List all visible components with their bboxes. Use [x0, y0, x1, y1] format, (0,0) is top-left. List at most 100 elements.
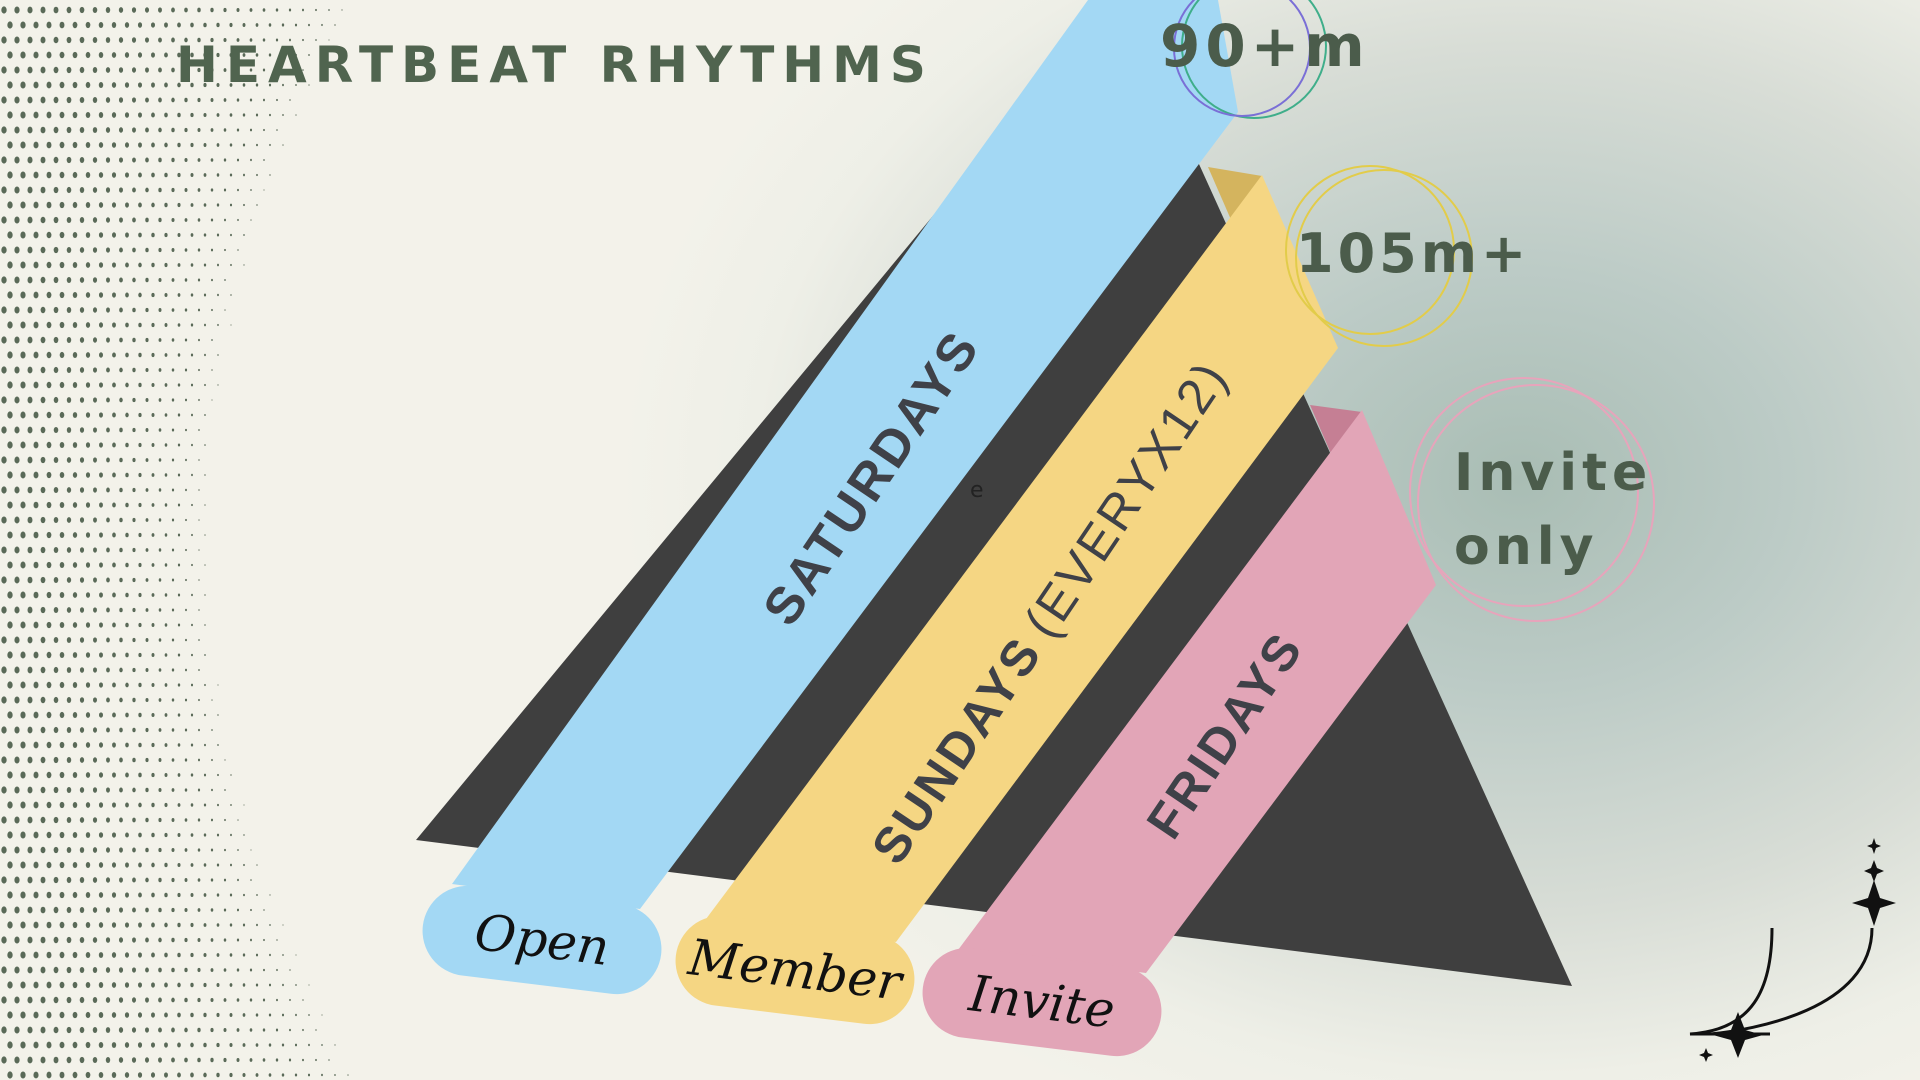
halftone-dot [151, 682, 155, 688]
duration-105m: 105m+ [1296, 222, 1531, 285]
halftone-dot [1, 516, 7, 524]
halftone-dot [177, 202, 181, 208]
halftone-dot [124, 1072, 130, 1078]
halftone-dot [177, 713, 181, 717]
halftone-dot [171, 127, 175, 133]
halftone-dot [145, 458, 149, 462]
halftone-dot [7, 261, 13, 269]
halftone-dot [224, 789, 226, 791]
halftone-dot [14, 276, 20, 284]
halftone-dot [27, 66, 33, 74]
halftone-dot [111, 952, 117, 958]
halftone-dot [190, 683, 194, 687]
halftone-dot [20, 261, 26, 269]
halftone-dot [229, 893, 233, 897]
halftone-dot [111, 172, 117, 178]
halftone-dot [236, 1058, 240, 1062]
halftone-dot [85, 202, 91, 208]
halftone-dot [301, 8, 305, 12]
halftone-dot [230, 263, 232, 267]
halftone-dot [7, 321, 13, 329]
halftone-dot [289, 68, 291, 72]
halftone-dot [27, 966, 33, 974]
halftone-dot [20, 501, 26, 509]
halftone-dot [138, 862, 142, 868]
halftone-dot [7, 591, 13, 599]
halftone-dot [92, 307, 98, 313]
halftone-dot [66, 276, 72, 284]
halftone-dot [33, 921, 39, 929]
halftone-dot [164, 353, 168, 357]
halftone-dot [184, 248, 188, 252]
halftone-dot [125, 652, 129, 658]
halftone-dot [177, 653, 181, 657]
halftone-dot [295, 984, 297, 986]
halftone-dot [185, 638, 187, 642]
halftone-dot [138, 652, 142, 658]
halftone-dot [203, 293, 207, 297]
halftone-dot [27, 876, 33, 884]
halftone-dot [93, 607, 97, 613]
halftone-dot [72, 772, 78, 778]
halftone-dot [217, 803, 219, 807]
halftone-dot [119, 217, 123, 223]
halftone-dot [66, 786, 72, 794]
halftone-dot [190, 1012, 194, 1018]
halftone-dot [132, 757, 136, 763]
halftone-dot [1, 6, 7, 14]
halftone-dot [197, 938, 201, 942]
halftone-dot [151, 982, 155, 988]
halftone-dot [171, 217, 175, 223]
halftone-dot [40, 66, 46, 74]
halftone-dot [59, 141, 65, 149]
halftone-dot [223, 158, 227, 162]
halftone-dot [93, 397, 97, 403]
halftone-dot [1, 36, 7, 44]
halftone-dot [177, 473, 181, 477]
halftone-dot [185, 518, 187, 522]
halftone-dot [315, 39, 317, 41]
halftone-dot [177, 773, 181, 777]
halftone-dot [111, 232, 117, 238]
halftone-dot [224, 759, 226, 761]
halftone-dot [33, 81, 39, 89]
halftone-dot [308, 53, 310, 57]
halftone-dot [79, 367, 85, 373]
halftone-dot [92, 247, 98, 253]
halftone-dot [151, 952, 155, 958]
halftone-dot [210, 818, 214, 822]
halftone-dot [118, 937, 124, 943]
halftone-dot [184, 967, 188, 973]
halftone-dot [33, 411, 39, 419]
halftone-dot [256, 204, 258, 206]
halftone-dot [20, 861, 26, 869]
halftone-dot [197, 1027, 201, 1033]
halftone-dot [92, 697, 98, 703]
halftone-dot [190, 383, 194, 387]
halftone-dot [99, 562, 103, 568]
halftone-dot [27, 816, 33, 824]
halftone-dot [66, 246, 72, 254]
halftone-dot [223, 938, 227, 942]
halftone-dot [40, 366, 46, 374]
halftone-dot [20, 921, 26, 929]
halftone-dot [79, 307, 85, 313]
halftone-dot [85, 712, 91, 718]
halftone-dot [118, 67, 124, 73]
duration-invite-only: Invite only [1454, 436, 1652, 584]
halftone-dot [263, 938, 265, 942]
halftone-dot [20, 831, 26, 839]
halftone-dot [111, 1072, 117, 1078]
halftone-dot [197, 188, 201, 192]
halftone-dot [106, 427, 110, 433]
halftone-dot [85, 51, 91, 59]
halftone-dot [79, 157, 85, 163]
halftone-dot [158, 668, 162, 672]
halftone-dot [190, 82, 194, 88]
halftone-dot [85, 472, 91, 478]
halftone-dot [138, 412, 142, 418]
halftone-dot [105, 187, 111, 193]
halftone-dot [85, 682, 91, 688]
halftone-dot [171, 398, 175, 402]
halftone-dot [40, 36, 46, 44]
